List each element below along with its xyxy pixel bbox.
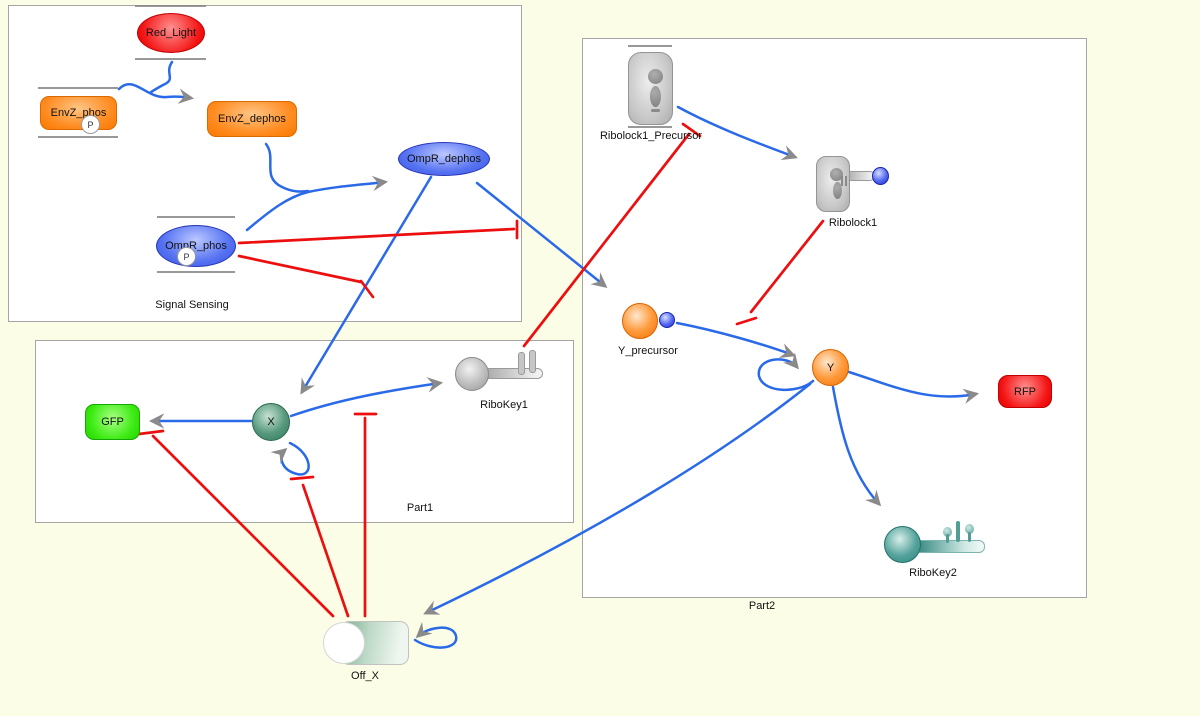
inhibition-bar-6: [289, 475, 315, 481]
keyhole-icon: [648, 69, 663, 84]
inhibition-omprphos-to-yprecursor-reaction[interactable]: [237, 227, 516, 245]
ribokey2-shaft-icon: [919, 540, 985, 553]
compartment-label-part1: Part1: [406, 502, 434, 514]
species-envz-dephos[interactable]: EnvZ_dephos: [207, 101, 297, 137]
phosphorylation-label: P: [87, 119, 94, 130]
species-label: GFP: [101, 416, 124, 428]
inhibition-ribolock1-to-y-reaction[interactable]: [749, 219, 825, 314]
species-label: Y: [826, 361, 835, 374]
inhibition-bar-5: [137, 429, 165, 436]
ribokey1-tooth-icon: [518, 352, 525, 375]
edge-y-selfloop[interactable]: [757, 352, 815, 392]
species-gfp[interactable]: GFP: [85, 404, 140, 440]
edge-yprecursor-to-y[interactable]: [675, 321, 796, 359]
species-y-precursor[interactable]: [622, 303, 658, 339]
species-label: Red_Light: [145, 27, 197, 39]
ribokey2-tooth-stem-icon: [968, 532, 971, 542]
species-label-y-precursor: Y_precursor: [618, 345, 678, 357]
ribolock1-key-sphere[interactable]: [872, 167, 889, 185]
ribokey2-bar-icon: [956, 521, 960, 542]
species-envz-phos[interactable]: EnvZ_phos: [40, 96, 117, 130]
compartment-label-signal-sensing: Signal Sensing: [155, 299, 229, 311]
phosphorylation-badge[interactable]: P: [177, 247, 196, 266]
inhibition-bar-2: [359, 279, 375, 299]
species-label-off-x: Off_X: [351, 670, 379, 682]
inhibition-offx-to-gfp[interactable]: [151, 434, 335, 618]
edge-ribolock1precursor-to-ribolock1[interactable]: [676, 105, 798, 160]
edge-envzdephos-catalysis[interactable]: [264, 142, 310, 193]
species-x[interactable]: X: [252, 403, 290, 441]
edge-omprdephos-to-yprecursor[interactable]: [475, 181, 608, 288]
species-rfp[interactable]: RFP: [998, 375, 1052, 408]
species-red-light[interactable]: Red_Light: [137, 13, 205, 53]
keyhole-stem-icon: [650, 86, 661, 107]
species-label: OmpR_dephos: [407, 153, 481, 165]
edge-y-to-rfp[interactable]: [847, 370, 980, 404]
inhibition-bar-3: [681, 122, 702, 138]
keyhole-icon: [830, 168, 843, 181]
edge-omprdephos-to-x[interactable]: [300, 175, 433, 395]
species-y[interactable]: Y: [812, 349, 849, 386]
ribokey2-tooth-stem-icon: [946, 534, 949, 543]
species-label-ribokey2: RiboKey2: [909, 567, 957, 579]
edge-omprphos-to-omprdephos[interactable]: [245, 175, 389, 232]
phosphorylation-badge[interactable]: P: [81, 115, 100, 134]
ribolock1-notch-icon: [845, 176, 847, 186]
edge-x-selfloop[interactable]: [270, 441, 310, 476]
species-label: EnvZ_phos: [50, 107, 107, 119]
species-label: OmpR_phos: [165, 240, 227, 252]
inhibition-omprphos-to-x-reaction[interactable]: [237, 254, 363, 284]
species-label: X: [267, 416, 275, 428]
edge-y-to-ribokey2[interactable]: [831, 385, 882, 507]
keyhole-base-icon: [651, 109, 660, 112]
phosphorylation-label: P: [183, 251, 190, 262]
species-lines: [38, 5, 672, 273]
species-label-ribolock1: Ribolock1: [828, 217, 878, 229]
species-label: EnvZ_dephos: [218, 113, 286, 125]
ribokey1-tooth-icon: [529, 350, 536, 373]
y-precursor-blue-sphere[interactable]: [659, 312, 675, 328]
inhibition-offx-to-xloop[interactable]: [301, 483, 350, 618]
species-ribokey1[interactable]: [455, 357, 489, 391]
edge-x-to-ribokey1[interactable]: [289, 377, 444, 418]
species-ompr-phos[interactable]: OmpR_phos: [156, 225, 236, 267]
inhibition-ribokey1-to-ribolock1-reaction[interactable]: [522, 132, 691, 348]
edge-offx-selfloop[interactable]: [413, 621, 458, 649]
edge-y-to-offx[interactable]: [423, 382, 812, 615]
off-x-circle-icon: [323, 622, 365, 664]
species-ribokey2[interactable]: [884, 526, 921, 563]
edge-redlight-catalysis[interactable]: [148, 60, 174, 95]
edge-envzphos-to-envzdephos[interactable]: [117, 82, 195, 104]
species-label-ribolock1-precursor: Ribolock1_Precursor: [599, 130, 703, 142]
species-label-ribokey1: RiboKey1: [480, 399, 528, 411]
ribokey2-tooth-icon: [943, 527, 952, 537]
species-ribolock1[interactable]: [816, 156, 850, 212]
ribolock1-notch-icon: [841, 176, 843, 186]
species-label: RFP: [1014, 385, 1036, 398]
inhibition-bar-4: [735, 316, 758, 326]
keyhole-stem-icon: [833, 182, 842, 199]
compartment-label-part2: Part2: [748, 600, 776, 612]
ribokey2-tooth-icon: [965, 524, 974, 534]
species-ompr-dephos[interactable]: OmpR_dephos: [398, 142, 490, 176]
